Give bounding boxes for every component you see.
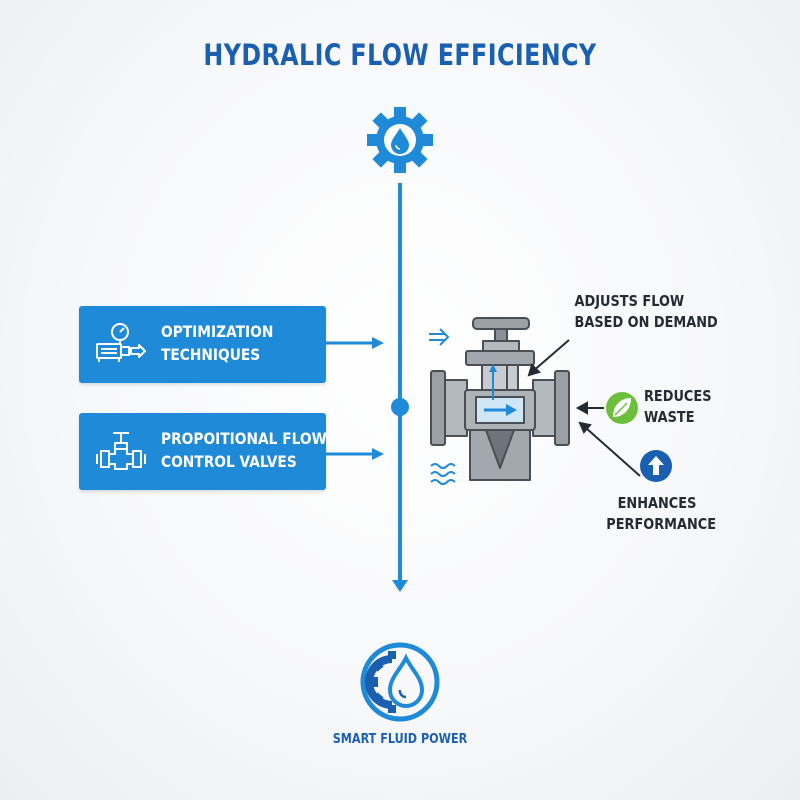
- adjusts-flow-label: ADJUSTS FLOW BASED ON DEMAND: [574, 291, 718, 333]
- proportional-flow-valves-box[interactable]: PROPOITIONAL FLOW CONTROL VALVES: [79, 413, 327, 490]
- reduces-line1: REDUCES: [644, 387, 712, 405]
- enhances-performance-label: ENHANCES PERFORMANCE: [606, 493, 717, 535]
- page-title: HYDRALIC FLOW EFFICIENCY: [203, 38, 597, 72]
- arrow-proportional-to-line: [326, 448, 384, 460]
- inflow-arrows: [429, 328, 450, 346]
- arrow-optimization-to-line: [326, 337, 384, 349]
- optimization-label-line1: OPTIMIZATION: [161, 322, 274, 341]
- water-wave-icon: [430, 463, 456, 485]
- reduces-waste-label: REDUCES WASTE: [644, 386, 712, 428]
- flow-node: [391, 398, 409, 416]
- pump-gauge-icon: [96, 323, 146, 362]
- proportional-label-line1: PROPOITIONAL FLOW: [161, 429, 327, 448]
- reduces-line2: WASTE: [644, 408, 695, 426]
- optimization-techniques-box[interactable]: OPTIMIZATION TECHNIQUES: [79, 306, 326, 383]
- proportional-label-line2: CONTROL VALVES: [161, 452, 297, 471]
- optimization-label-line2: TECHNIQUES: [161, 345, 261, 364]
- enhances-line2: PERFORMANCE: [606, 515, 717, 533]
- valve-icon: [96, 432, 146, 470]
- smart-fluid-power-label: SMART FLUID POWER: [332, 732, 468, 747]
- adjusts-line2: BASED ON DEMAND: [574, 313, 718, 331]
- adjusts-line1: ADJUSTS FLOW: [574, 292, 685, 310]
- enhances-line1: ENHANCES: [617, 494, 697, 512]
